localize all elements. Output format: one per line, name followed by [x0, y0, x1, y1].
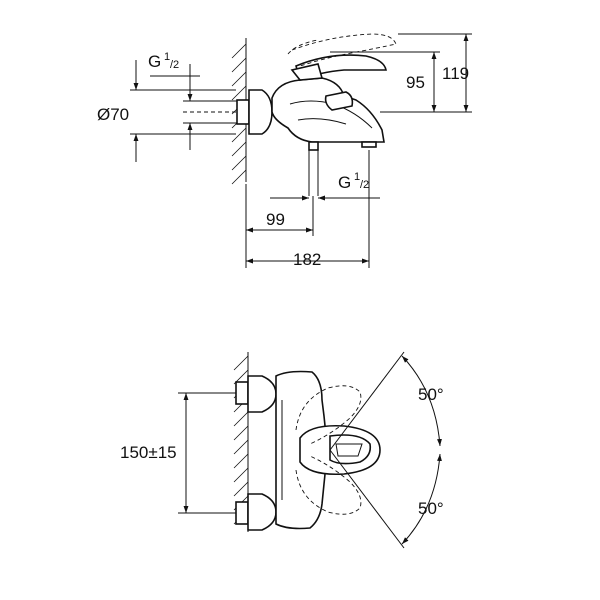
label-d150: 150±15: [120, 443, 177, 462]
connector-bottom: [235, 501, 249, 525]
connector-top: [235, 381, 249, 405]
label-d95: 95: [406, 73, 425, 92]
shower-outlet: [308, 141, 319, 151]
label-d182: 182: [293, 250, 321, 269]
lever-hub: [290, 63, 324, 81]
label-d99: 99: [266, 210, 285, 229]
escutcheon: [248, 89, 273, 135]
label-g-bottom: G: [338, 173, 351, 192]
label-angle-bottom: 50°: [418, 499, 444, 518]
label-g-top-sub: /2: [170, 59, 179, 71]
spout-outlet: [361, 141, 377, 148]
lever-rotated-down: [295, 455, 362, 515]
label-g-top-sup: 1: [164, 51, 170, 63]
escutcheon-bottom: [247, 493, 277, 531]
side-view: G 1 /2 Ø70 95 119 G 1 /2 99 182: [97, 33, 472, 269]
label-g-bottom-sub: /2: [360, 179, 369, 191]
label-g-bottom-sup: 1: [354, 171, 360, 183]
label-d70: Ø70: [97, 105, 129, 124]
angle-line-down: [329, 449, 405, 549]
label-d119: 119: [442, 64, 469, 83]
angle-arc-down: [401, 453, 442, 545]
label-g-top: G: [148, 52, 161, 71]
lever-rotated-up: [295, 385, 362, 445]
escutcheon-top: [247, 375, 277, 413]
wall-connector: [236, 99, 250, 125]
angle-arc-up: [401, 355, 442, 447]
diverter-knob: [324, 91, 354, 111]
angle-line-up: [329, 351, 405, 451]
label-angle-top: 50°: [418, 385, 444, 404]
top-view: 150±15 50° 50°: [120, 351, 444, 549]
mixer-body: [271, 77, 385, 143]
